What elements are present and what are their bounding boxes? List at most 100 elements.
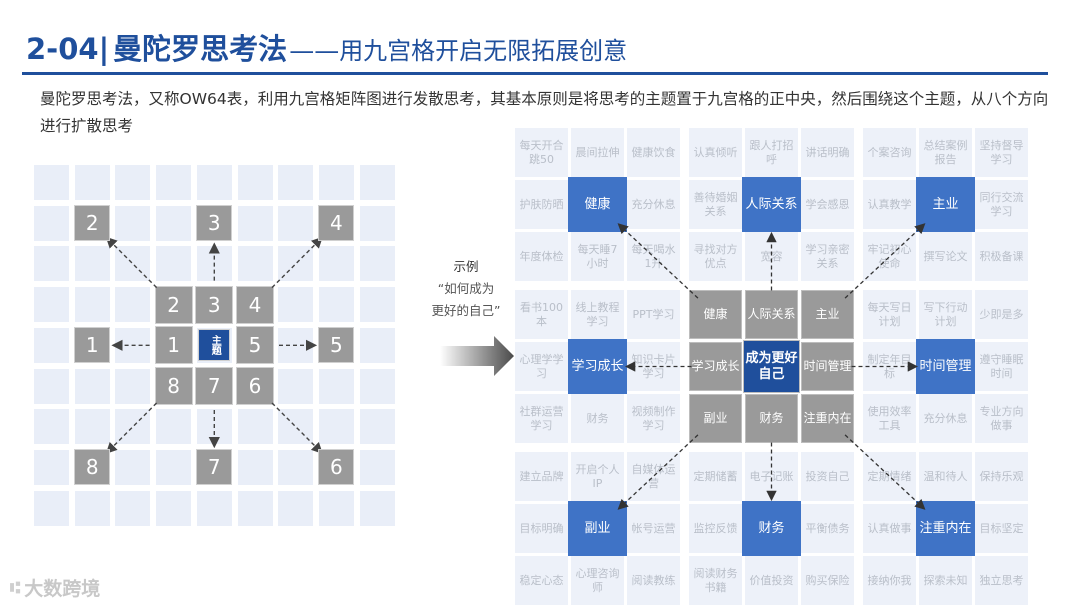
idea-cell: 帐号运营 — [627, 504, 680, 553]
idea-cell: 价值投资 — [745, 556, 798, 605]
idea-cell: 独立思考 — [975, 556, 1028, 605]
logo-text: 大数跨境 — [24, 578, 101, 600]
block-theme-cell: 健康 — [568, 177, 627, 232]
direction-arrow — [105, 402, 158, 454]
grid-cell — [156, 490, 192, 526]
central-theme-cell: 人际关系 — [745, 290, 798, 339]
grid-cell — [359, 449, 395, 485]
grid-cell — [34, 165, 69, 200]
idea-cell: 个案咨询 — [863, 128, 916, 177]
idea-cell: 视频制作学习 — [627, 394, 680, 443]
idea-cell: 心理咨询师 — [571, 556, 624, 605]
grid-cell — [115, 449, 151, 485]
idea-cell: 宽容 — [745, 232, 798, 281]
grid-cell — [196, 165, 232, 200]
example-label: 示例 — [453, 259, 479, 274]
idea-cell: 平衡债务 — [801, 504, 854, 553]
idea-cell: 认真倾听 — [689, 128, 742, 177]
grid-cell — [34, 449, 69, 485]
idea-cell: 电子记账 — [745, 452, 798, 501]
outer-cell: 5 — [318, 327, 355, 364]
idea-cell: 每天开合跳50 — [515, 128, 568, 177]
idea-cell: 善待婚姻关系 — [689, 180, 742, 229]
idea-cell: 认真教学 — [863, 180, 916, 229]
grid-cell — [237, 205, 273, 241]
grid-cell — [278, 165, 314, 200]
grid-cell — [237, 409, 273, 445]
idea-cell: 跟人打招呼 — [745, 128, 798, 177]
inner-cell: 8 — [154, 367, 193, 405]
grid-cell — [278, 449, 314, 485]
idea-cell: 晨间拉伸 — [571, 128, 624, 177]
idea-cell: 使用效率工具 — [863, 394, 916, 443]
idea-cell: 积极备课 — [975, 232, 1028, 281]
grid-cell — [34, 205, 69, 241]
grid-cell — [156, 449, 192, 485]
idea-cell: 充分休息 — [627, 180, 680, 229]
idea-cell: 遵守睡眠时间 — [975, 342, 1028, 391]
central-theme-cell: 副业 — [689, 394, 742, 443]
inner-cell: 5 — [236, 326, 274, 365]
outer-cell: 8 — [74, 449, 111, 486]
direction-arrow — [271, 236, 323, 289]
grid-cell — [278, 287, 314, 323]
logo-mark-icon: ⑆ — [10, 577, 21, 598]
idea-cell: 撰写论文 — [919, 232, 972, 281]
idea-cell: 每天写日计划 — [863, 290, 916, 339]
idea-cell: 看书100本 — [515, 290, 568, 339]
inner-cell: 1 — [154, 326, 193, 365]
inner-cell: 7 — [195, 367, 234, 405]
idea-cell: 目标明确 — [515, 504, 568, 553]
grid-cell — [196, 490, 232, 526]
block-theme-cell: 主业 — [916, 177, 975, 232]
outer-cell: 7 — [196, 449, 233, 486]
grid-cell — [34, 409, 69, 445]
central-theme-cell: 主业 — [801, 290, 854, 339]
idea-cell: 学会感恩 — [801, 180, 854, 229]
grid-cell — [115, 490, 151, 526]
grid-cell — [237, 490, 273, 526]
grid-cell — [359, 490, 395, 526]
grid-cell — [74, 490, 110, 526]
idea-cell: 自媒体运营 — [627, 452, 680, 501]
grid-cell — [318, 165, 354, 200]
idea-cell: 少即是多 — [975, 290, 1028, 339]
block-theme-cell: 财务 — [742, 501, 801, 556]
big-right-arrow-icon — [440, 336, 514, 376]
central-theme-cell: 学习成长 — [689, 342, 742, 391]
grid-cell — [74, 409, 110, 445]
brand-logo: ⑆ 大数跨境 — [10, 574, 100, 601]
idea-cell: 心理学学习 — [515, 342, 568, 391]
grid-cell — [115, 165, 151, 200]
grid-cell — [359, 246, 395, 282]
idea-cell: 总结案例报告 — [919, 128, 972, 177]
idea-cell: 开启个人IP — [571, 452, 624, 501]
grid-cell — [74, 287, 110, 323]
idea-cell: 讲话明确 — [801, 128, 854, 177]
outer-cell: 1 — [74, 327, 111, 364]
idea-cell: 社群运营学习 — [515, 394, 568, 443]
outer-cell: 2 — [74, 205, 111, 242]
grid-cell — [115, 287, 151, 323]
grid-cell — [359, 327, 395, 363]
grid-cell — [156, 246, 192, 282]
grid-cell — [278, 490, 314, 526]
grid-cell — [359, 165, 395, 200]
grid-cell — [237, 449, 273, 485]
outer-cell: 4 — [318, 205, 355, 242]
central-theme-cell: 时间管理 — [801, 342, 854, 391]
idea-cell: 年度体检 — [515, 232, 568, 281]
grid-cell — [115, 368, 151, 404]
idea-cell: 财务 — [571, 394, 624, 443]
grid-cell — [318, 287, 354, 323]
grid-cell — [278, 205, 314, 241]
idea-cell: 阅读教练 — [627, 556, 680, 605]
grid-cell — [237, 165, 273, 200]
grid-cell — [237, 246, 273, 282]
example-quote-line1: “如何成为 — [437, 281, 495, 296]
idea-cell: 每天喝水1升 — [627, 232, 680, 281]
block-theme-cell: 注重内在 — [916, 501, 975, 556]
idea-cell: 监控反馈 — [689, 504, 742, 553]
grid-cell — [74, 246, 110, 282]
title-code: 2-04| — [26, 32, 110, 66]
